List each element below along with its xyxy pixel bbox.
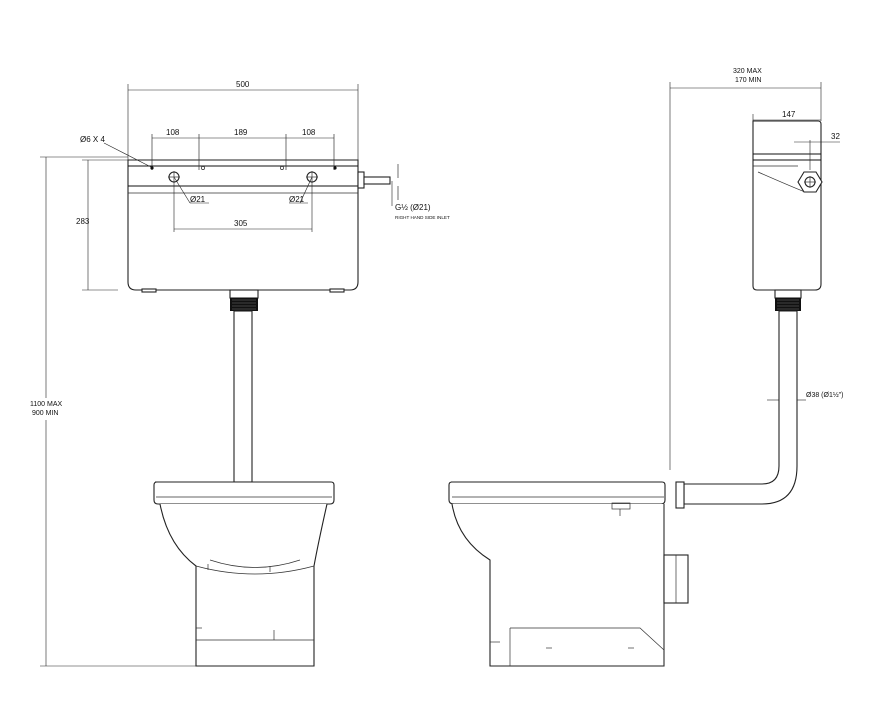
inlet-note-label: RIGHT HAND SIDE INLET [395, 215, 450, 220]
front-dimensions [40, 84, 393, 667]
fixing-middle-label: 189 [234, 128, 248, 137]
side-flush-pipe [675, 289, 802, 509]
height-min-label: 900 MIN [32, 410, 58, 417]
width-overall-label: 500 [236, 80, 250, 89]
inlet-size-label: G½ (Ø21) [395, 203, 431, 212]
fixing-holes-label: Ø6 X 4 [80, 135, 105, 144]
height-max-label: 1100 MAX [30, 401, 62, 408]
hole-left-label: Ø21 [190, 195, 206, 204]
projection-max-label: 320 MAX [733, 68, 762, 75]
cistern-depth-label: 147 [782, 110, 796, 119]
front-toilet-pan [153, 481, 335, 667]
hole-spacing-label: 305 [234, 219, 248, 228]
flush-pipe-label: Ø38 (Ø1½") [806, 391, 844, 399]
side-inlet-nut [797, 171, 823, 193]
projection-min-label: 170 MIN [735, 77, 761, 84]
side-view: 320 MAX 170 MIN 147 32 Ø38 (Ø1½") [448, 68, 844, 667]
side-cistern [752, 120, 823, 291]
front-flush-pipe [229, 289, 259, 483]
cistern-height-label: 283 [76, 217, 90, 226]
front-inlet [357, 164, 399, 200]
front-cistern [127, 134, 359, 293]
side-toilet-pan [448, 481, 689, 667]
side-dimensions [669, 82, 840, 470]
hole-right-label: Ø21 [289, 195, 305, 204]
front-view: 500 108 189 108 Ø6 X 4 Ø21 Ø21 305 283 G… [30, 80, 450, 667]
fixing-hole-markers [150, 134, 337, 170]
fixing-right-label: 108 [302, 128, 316, 137]
fixing-left-label: 108 [166, 128, 180, 137]
inlet-offset-label: 32 [831, 132, 840, 141]
